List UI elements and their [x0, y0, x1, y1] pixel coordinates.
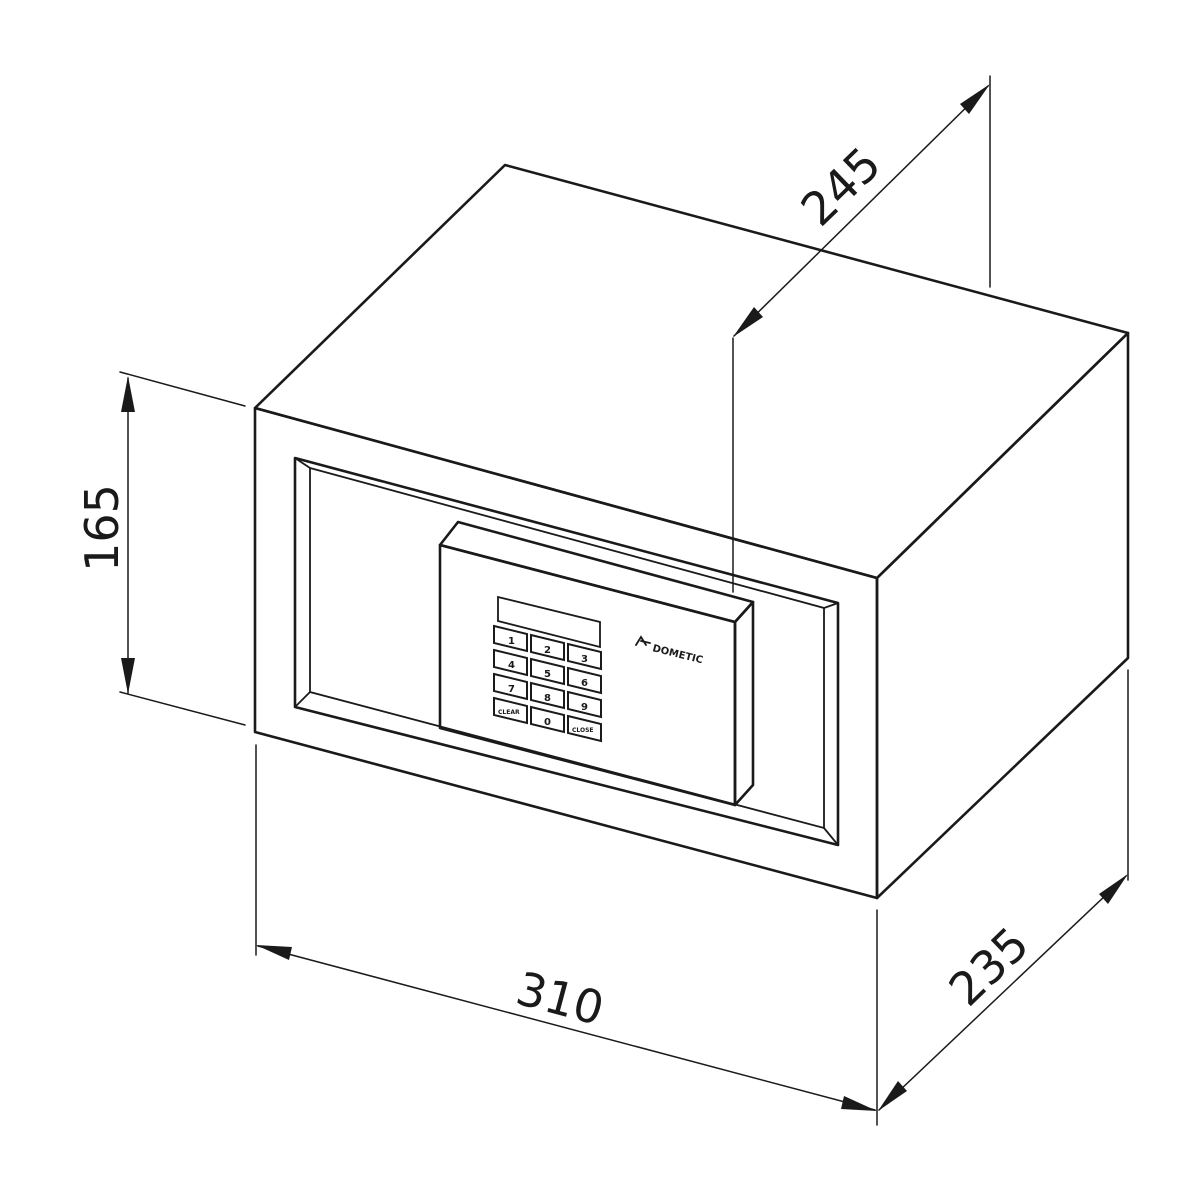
key-6[interactable]: 6	[567, 666, 602, 695]
key-4[interactable]: 4	[493, 648, 528, 677]
panel-side	[733, 600, 755, 807]
key-0[interactable]: 0	[530, 705, 565, 734]
key-label: 6	[581, 678, 588, 689]
key-7[interactable]: 7	[493, 672, 528, 701]
dimension-depth: 235	[878, 669, 1129, 1111]
key-label: 5	[544, 669, 551, 680]
brand-name: DOMETIC	[651, 643, 704, 666]
door-outer-frame	[293, 456, 840, 847]
dimension-width: 310	[255, 744, 878, 1126]
interior-depth-label: 245	[791, 137, 892, 237]
key-label: CLEAR	[498, 709, 520, 716]
key-3[interactable]: 3	[567, 642, 602, 671]
safe-front-face	[253, 406, 879, 900]
key-8[interactable]: 8	[530, 681, 565, 710]
key-label: CLOSE	[572, 727, 594, 734]
panel-top	[438, 520, 755, 624]
depth-arrow-top	[1099, 874, 1128, 904]
height-arrow-bottom	[121, 658, 135, 694]
safe-side-face	[875, 331, 1130, 900]
interior-dimension-line	[733, 85, 989, 337]
width-dimension-line	[257, 945, 876, 1111]
height-extension-bottom	[119, 691, 246, 726]
control-panel: 1 2 3 4 5 6	[438, 520, 755, 807]
key-2[interactable]: 2	[530, 633, 565, 662]
brand-logo-icon	[635, 635, 651, 646]
key-label: 1	[508, 636, 515, 647]
frame-corner-bl	[294, 691, 311, 708]
key-label: 9	[581, 702, 588, 713]
width-arrow-right	[841, 1096, 877, 1111]
key-label: 7	[508, 684, 515, 695]
key-5[interactable]: 5	[530, 657, 565, 686]
key-label: 8	[544, 693, 551, 704]
key-label: 3	[581, 654, 588, 665]
depth-arrow-bottom	[878, 1081, 907, 1111]
key-1[interactable]: 1	[493, 624, 528, 653]
interior-arrow-top	[960, 84, 990, 114]
panel-display	[497, 595, 601, 649]
dimension-height: 165	[75, 371, 246, 726]
key-close[interactable]: CLOSE	[567, 714, 602, 743]
frame-corner-tl	[294, 457, 311, 469]
frame-corner-tr	[823, 602, 839, 609]
depth-dimension-line	[878, 875, 1127, 1111]
safe-body	[253, 163, 1130, 900]
key-9[interactable]: 9	[567, 690, 602, 719]
key-label: 0	[544, 717, 551, 728]
brand-logo: DOMETIC	[635, 635, 704, 666]
safe-top-face	[253, 163, 1130, 580]
height-label: 165	[75, 484, 129, 572]
dimension-interior-depth: 245	[732, 75, 991, 593]
door-frame	[293, 456, 840, 847]
width-arrow-left	[256, 945, 292, 960]
key-label: 4	[508, 660, 515, 671]
width-label: 310	[511, 961, 610, 1036]
height-extension-top	[119, 371, 246, 407]
depth-label: 235	[939, 917, 1040, 1017]
key-label: 2	[544, 645, 551, 656]
interior-arrow-bottom	[733, 307, 763, 337]
height-arrow-top	[121, 376, 135, 412]
frame-corner-br	[823, 827, 839, 846]
key-clear[interactable]: CLEAR	[493, 696, 528, 725]
keypad: 1 2 3 4 5 6	[493, 624, 602, 743]
